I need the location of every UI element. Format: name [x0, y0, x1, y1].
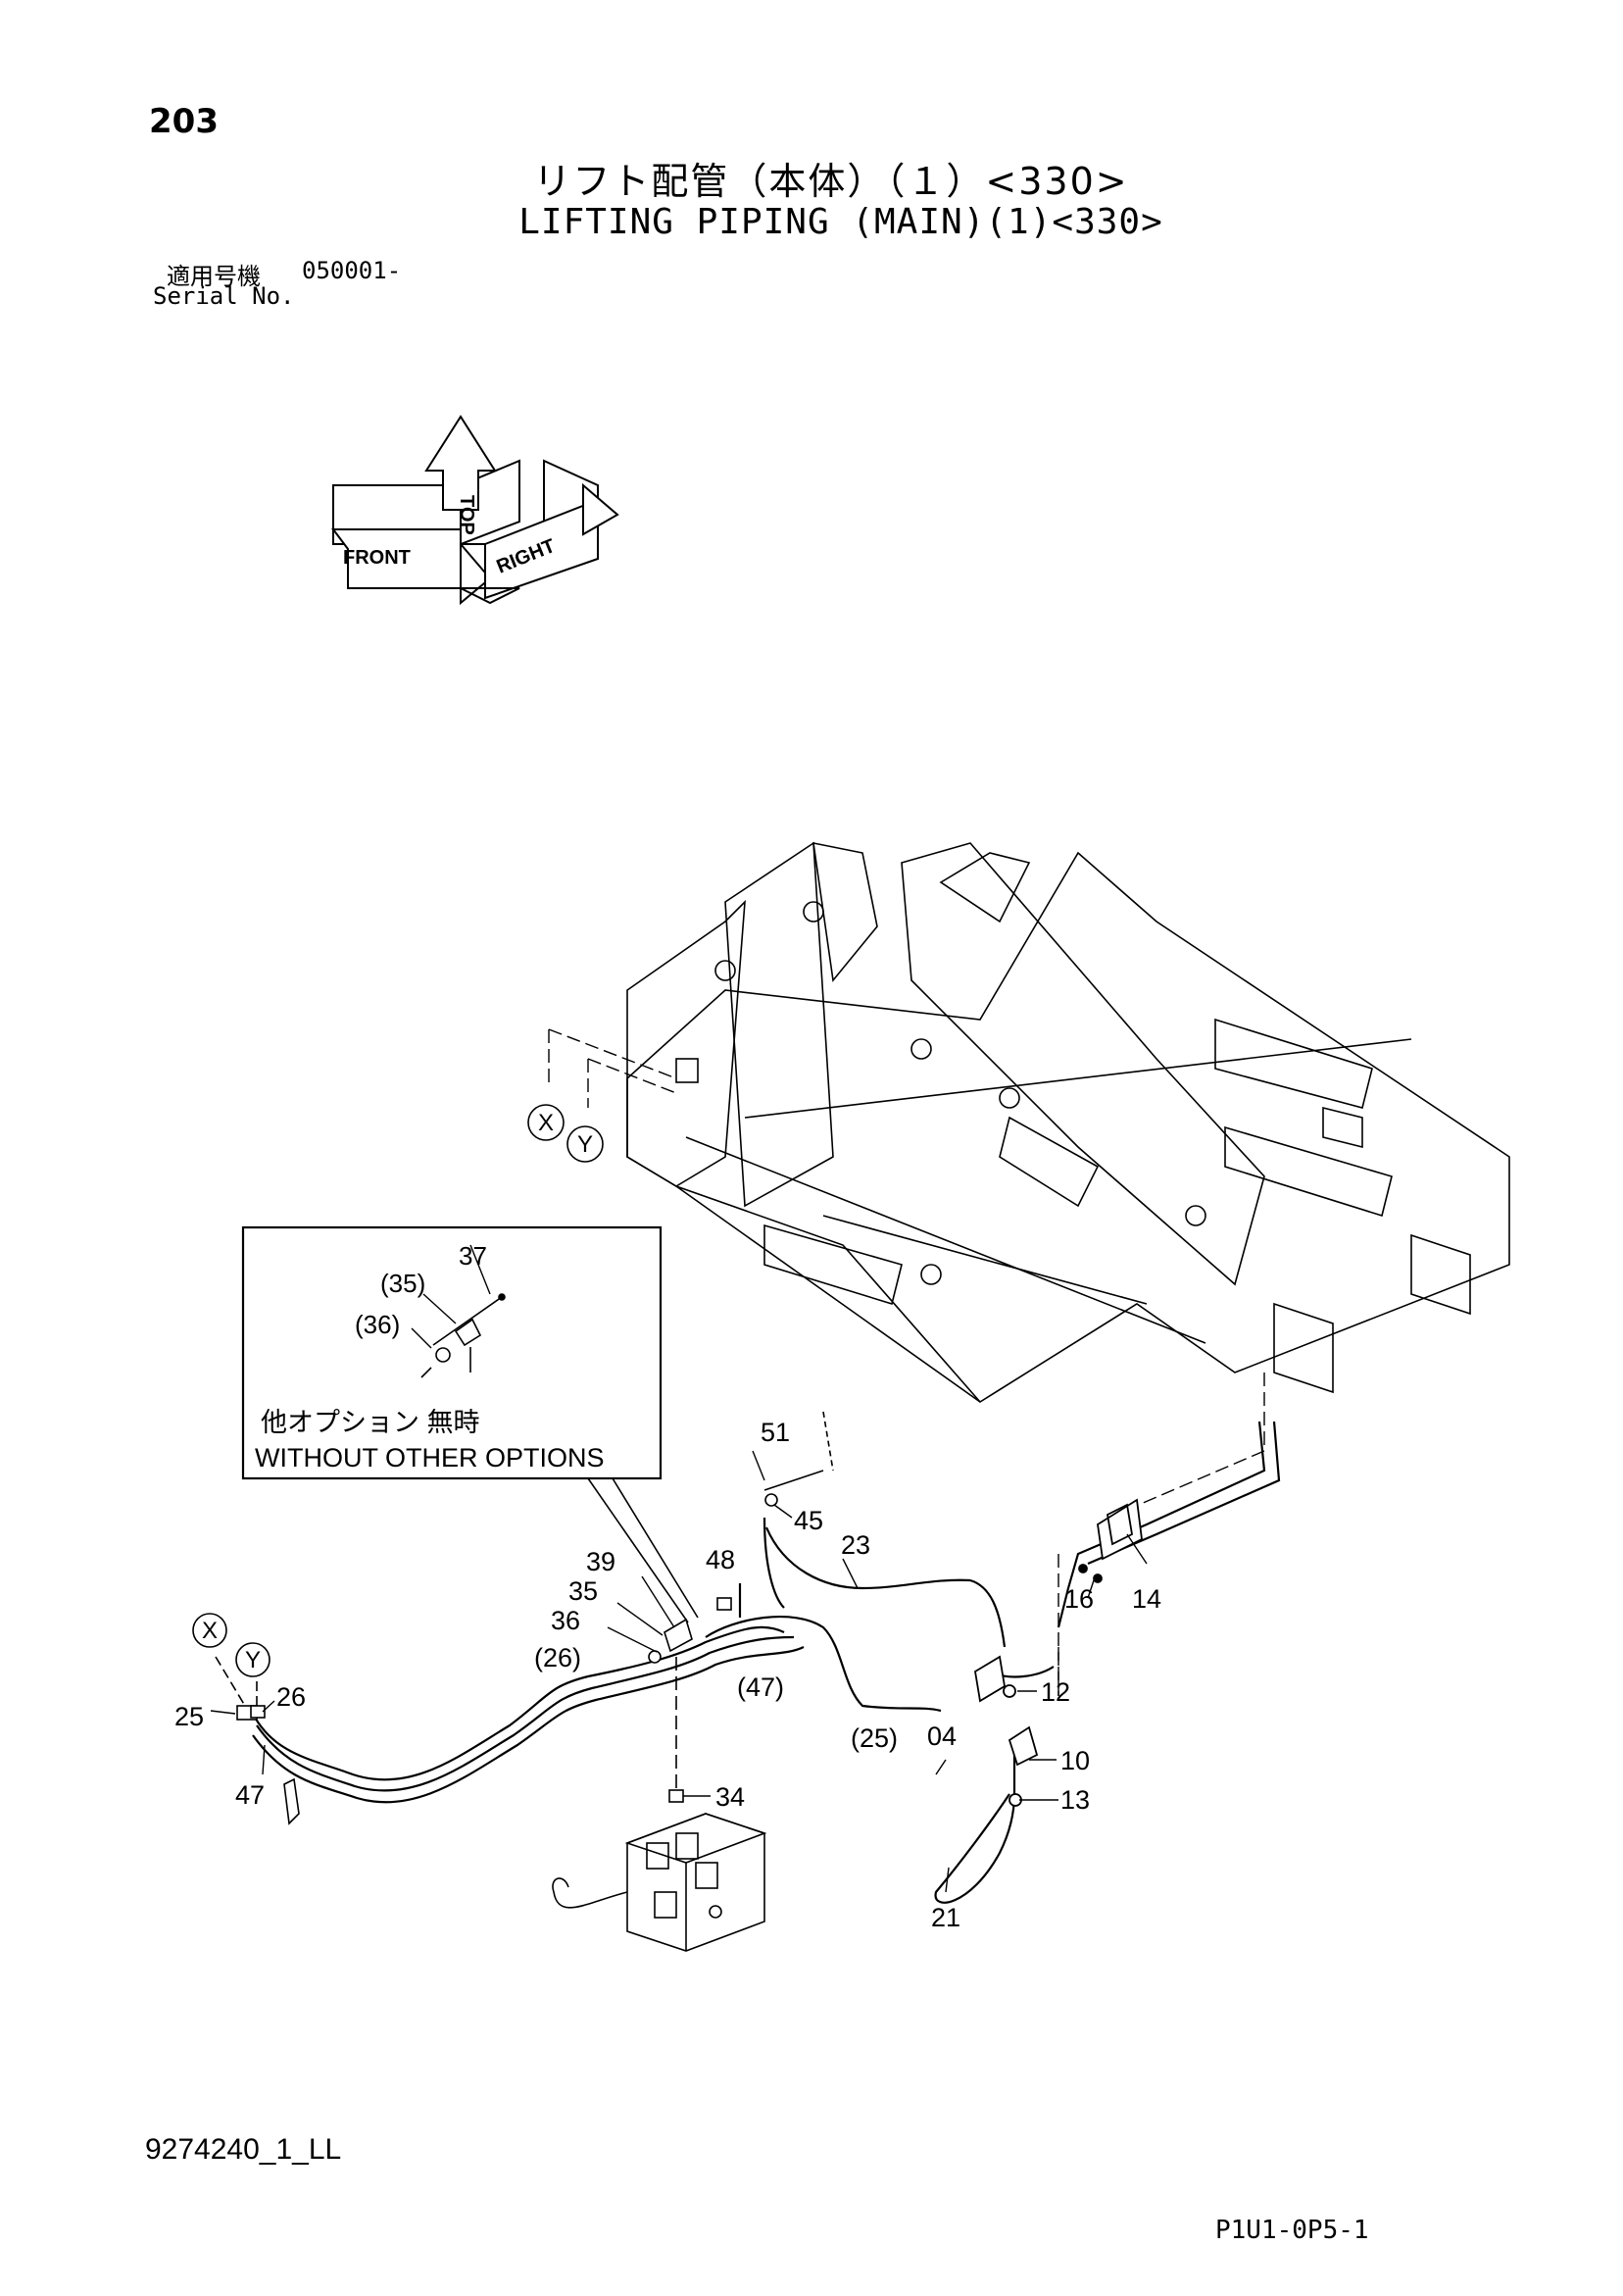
callout-21: 21: [931, 1903, 960, 1932]
orientation-labels: TOP FRONT RIGHT: [343, 495, 559, 578]
callout-10: 10: [1060, 1746, 1090, 1775]
inset-fitting: [420, 1293, 506, 1378]
callout-45: 45: [794, 1506, 823, 1535]
title-english: LIFTING PIPING (MAIN)(1)<330>: [518, 202, 1163, 242]
page-number: 203: [149, 102, 219, 141]
connector-y-label-1: Y: [577, 1131, 593, 1158]
serial-value: 050001-: [302, 257, 402, 284]
hose-lines: [252, 1421, 1281, 1904]
callout-04: 04: [927, 1722, 957, 1751]
serial-label-english: Serial No.: [153, 282, 295, 310]
callout-26: 26: [276, 1682, 306, 1712]
connector-x-label-2: X: [202, 1618, 218, 1644]
orientation-icon: [331, 415, 619, 606]
title-japanese: リフト配管（本体）（１）<330>: [533, 160, 1129, 203]
connector-x-label-1: X: [538, 1110, 554, 1136]
callout-25: 25: [174, 1702, 204, 1731]
callout-26-paren: (26): [534, 1643, 581, 1672]
callout-35: 35: [568, 1576, 598, 1606]
orientation-front-label: FRONT: [343, 547, 411, 569]
inset-callout-35: (35): [380, 1269, 425, 1298]
serial-label-japanese: 適用号機: [167, 263, 261, 290]
inset-label-japanese: 他オプション 無時: [261, 1408, 480, 1437]
sheet-code: P1U1-0P5-1: [1215, 2216, 1369, 2245]
callout-39: 39: [586, 1547, 615, 1576]
inset-label-english: WITHOUT OTHER OPTIONS: [255, 1443, 605, 1472]
fitting-10: [1008, 1725, 1039, 1807]
connector-y-label-2: Y: [245, 1647, 261, 1673]
inset-leader-line: [587, 1477, 689, 1623]
inset-callout-36: (36): [355, 1310, 400, 1339]
callout-25-paren: (25): [851, 1723, 898, 1753]
callout-51: 51: [761, 1418, 790, 1447]
callout-36: 36: [551, 1606, 580, 1635]
callout-16: 16: [1064, 1584, 1094, 1614]
inset-callout-37: 37: [459, 1241, 487, 1271]
clip-51: [763, 1411, 834, 1507]
callout-47-paren: (47): [737, 1672, 784, 1702]
callout-13: 13: [1060, 1785, 1090, 1815]
clip-48: [716, 1597, 732, 1611]
callout-48: 48: [706, 1545, 735, 1574]
connector-x-icon: [192, 1104, 565, 1648]
orientation-top-label: TOP: [456, 495, 477, 535]
fitting-39: [648, 1618, 693, 1803]
inset-box: [241, 1225, 663, 1480]
connector-y-icon: [235, 1125, 604, 1677]
fitting-25-26: [215, 1656, 300, 1825]
callout-34: 34: [715, 1782, 745, 1812]
fitting-12: [974, 1655, 1016, 1703]
callout-12: 12: [1041, 1677, 1070, 1707]
frame-assembly: [626, 841, 1510, 1404]
bracket-14: [1078, 1498, 1143, 1583]
document-id: 9274240_1_LL: [145, 2133, 342, 2166]
callout-leaders: [210, 1244, 1148, 1893]
callout-23: 23: [841, 1530, 870, 1560]
callout-14: 14: [1132, 1584, 1161, 1614]
control-valve-assembly: [552, 1813, 767, 1952]
callout-47: 47: [235, 1780, 265, 1810]
